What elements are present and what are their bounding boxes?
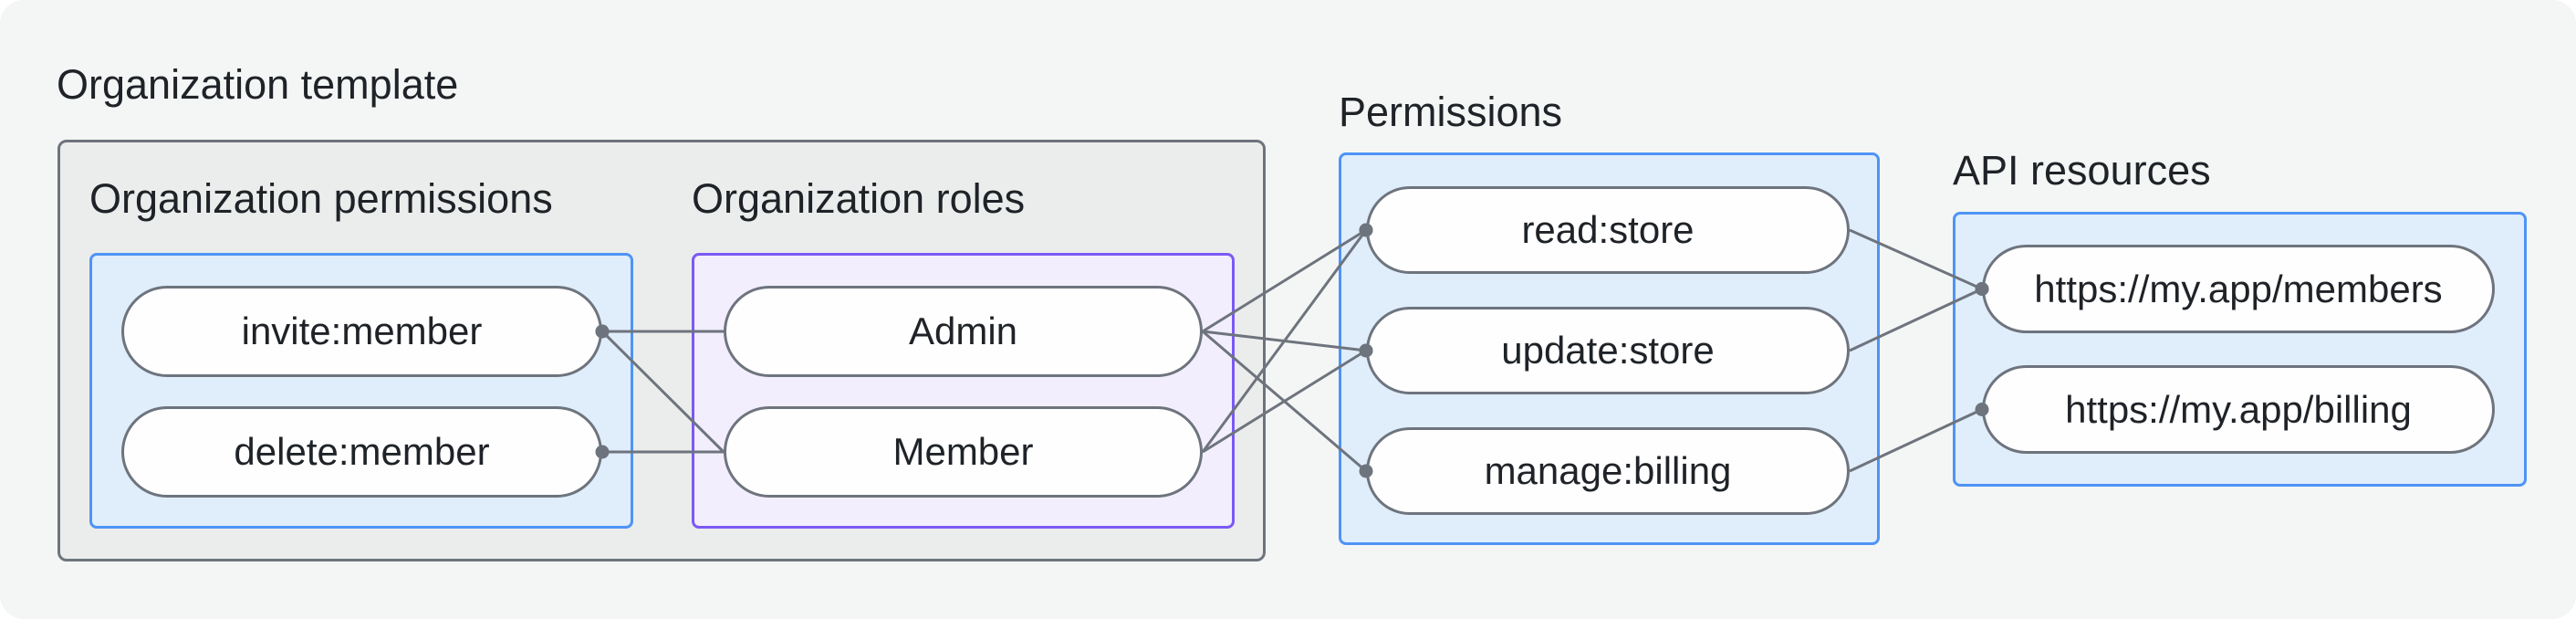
node-api-billing: https://my.app/billing bbox=[1982, 365, 2495, 454]
node-member: Member bbox=[724, 406, 1203, 498]
node-manage-billing: manage:billing bbox=[1366, 427, 1850, 515]
permissions-label: Permissions bbox=[1339, 89, 1563, 135]
node-api-members: https://my.app/members bbox=[1982, 245, 2495, 333]
org-template-label: Organization template bbox=[57, 61, 459, 108]
org-roles-label: Organization roles bbox=[692, 175, 1026, 222]
node-admin: Admin bbox=[724, 286, 1203, 377]
node-read-store: read:store bbox=[1366, 186, 1850, 274]
node-update-store: update:store bbox=[1366, 307, 1850, 394]
node-delete-member: delete:member bbox=[121, 406, 602, 498]
api-resources-label: API resources bbox=[1953, 147, 2211, 194]
org-permissions-label: Organization permissions bbox=[89, 175, 553, 222]
node-invite-member: invite:member bbox=[121, 286, 602, 377]
